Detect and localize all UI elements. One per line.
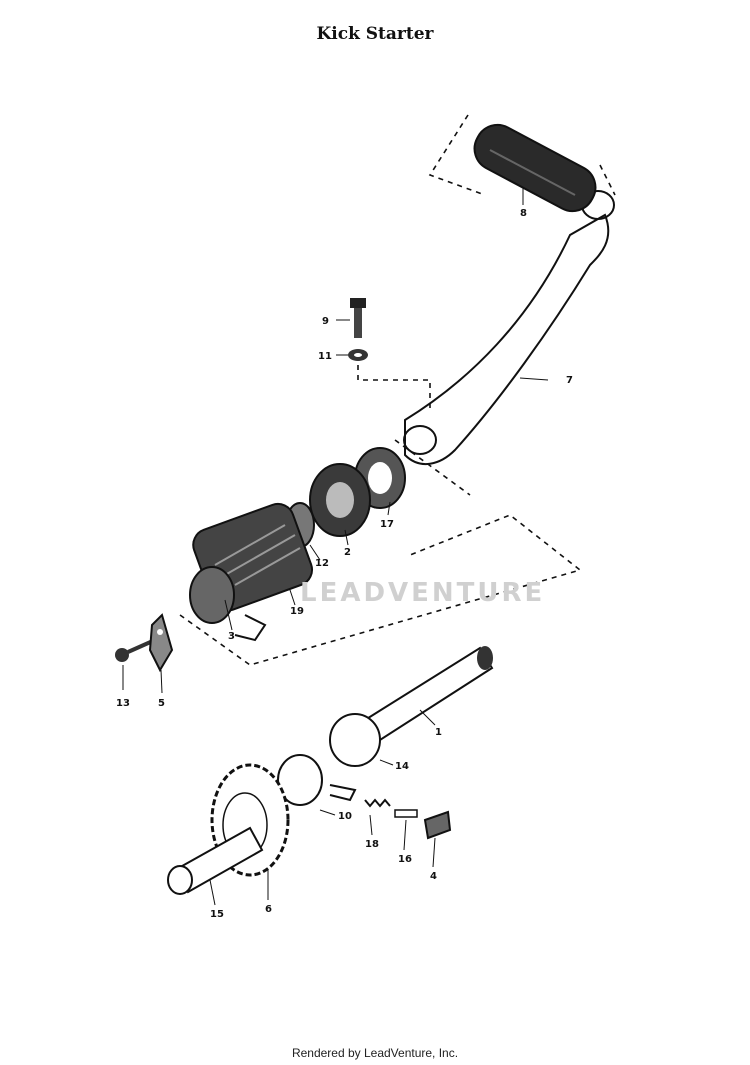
spring-guide[interactable] [189,566,267,642]
bolt-alignment-line [357,365,431,410]
lever-assembly-outline [394,114,616,496]
callout-1: 1 [435,727,442,738]
callout-17: 17 [380,519,394,530]
callout-3: 3 [228,631,235,642]
callout-16: 16 [398,854,412,865]
callout-4: 4 [430,871,437,882]
kick-lever[interactable] [403,190,615,465]
spring-set-outline [179,514,582,666]
callout-19: 19 [290,606,304,617]
callout-7: 7 [566,375,573,386]
kick-cam[interactable] [277,754,357,806]
kick-pawl[interactable] [423,810,452,840]
footer-credit: Rendered by LeadVenture, Inc. [291,1046,459,1060]
watermark: LEADVENTURE [300,578,546,608]
callout-6: 6 [265,904,272,915]
pawl-pin[interactable] [394,809,418,818]
callout-5: 5 [158,698,165,709]
shaft-end[interactable] [167,826,264,895]
bolt-washer[interactable] [348,349,368,361]
pinch-bolt[interactable] [350,298,366,338]
callout-12: 12 [315,558,329,569]
callout-9: 9 [322,316,329,327]
callout-15: 15 [210,909,224,920]
callout-14: 14 [395,761,409,772]
callout-10: 10 [338,811,352,822]
callout-11: 11 [318,351,332,362]
pawl-spring[interactable] [364,798,391,808]
callout-2: 2 [344,547,351,558]
page-title: Kick Starter [316,24,434,44]
callout-8: 8 [520,208,527,219]
kick-shaft[interactable] [363,646,494,742]
thrust-washer[interactable] [329,713,381,767]
kick-rubber-grip[interactable] [467,117,603,219]
stopper-screw[interactable] [115,638,156,662]
callout-18: 18 [365,839,379,850]
leader-lines [122,188,549,906]
kick-ratchet[interactable] [309,463,371,537]
callout-13: 13 [116,698,130,709]
stopper-plate[interactable] [148,613,174,673]
